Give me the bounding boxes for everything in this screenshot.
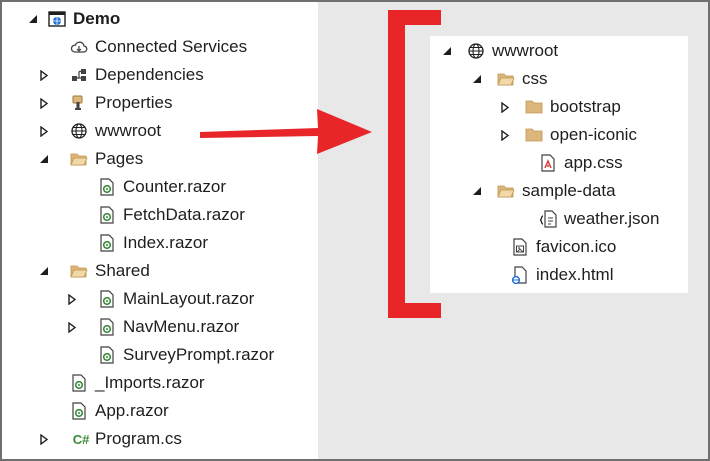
- tree-label: NavMenu.razor: [123, 317, 240, 336]
- tree-node-mainlayout[interactable]: MainLayout.razor: [65, 286, 254, 312]
- blazor-project-icon: [48, 10, 66, 28]
- tree-node-pages[interactable]: Pages: [37, 146, 143, 172]
- tree-node-open-iconic[interactable]: open-iconic: [498, 122, 637, 148]
- tree-node-css[interactable]: css: [470, 66, 548, 92]
- tree-label: Index.razor: [123, 233, 209, 252]
- tree-node-imports[interactable]: _Imports.razor: [48, 370, 205, 396]
- razor-file-icon: [98, 318, 116, 336]
- tree-node-dependencies[interactable]: Dependencies: [37, 62, 204, 88]
- tree-node-program[interactable]: C# Program.cs: [37, 426, 182, 452]
- tree-label: Properties: [95, 93, 173, 112]
- razor-file-icon: [70, 402, 88, 420]
- tree-label: SurveyPrompt.razor: [123, 345, 275, 364]
- razor-file-icon: [98, 234, 116, 252]
- tree-label: FetchData.razor: [123, 205, 245, 224]
- folder-open-icon: [497, 182, 515, 200]
- tree-node-connected-services[interactable]: Connected Services: [48, 34, 247, 60]
- collapsed-arrow-icon[interactable]: [37, 68, 51, 82]
- tree-node-surveyprompt[interactable]: SurveyPrompt.razor: [76, 342, 274, 368]
- image-file-icon: [511, 238, 529, 256]
- expanded-arrow-icon[interactable]: [26, 12, 40, 26]
- folder-icon: [525, 126, 543, 144]
- tree-label: Dependencies: [95, 65, 204, 84]
- collapsed-arrow-icon[interactable]: [498, 128, 512, 142]
- tree-node-app[interactable]: App.razor: [48, 398, 169, 424]
- collapsed-arrow-icon[interactable]: [37, 124, 51, 138]
- tree-node-bootstrap[interactable]: bootstrap: [498, 94, 621, 120]
- expanded-arrow-icon[interactable]: [37, 152, 51, 166]
- tree-node-index[interactable]: Index.razor: [76, 230, 208, 256]
- callout-bracket: [388, 10, 441, 318]
- tree-label: Shared: [95, 261, 150, 280]
- dependencies-icon: [70, 66, 88, 84]
- tree-node-properties[interactable]: Properties: [37, 90, 172, 116]
- folder-open-icon: [497, 70, 515, 88]
- folder-open-icon: [70, 262, 88, 280]
- cloud-icon: [70, 38, 88, 56]
- collapsed-arrow-icon[interactable]: [37, 432, 51, 446]
- tree-label: wwwroot: [492, 41, 559, 60]
- expanded-arrow-icon[interactable]: [37, 264, 51, 278]
- tree-node-counter[interactable]: Counter.razor: [76, 174, 226, 200]
- tree-node-navmenu[interactable]: NavMenu.razor: [65, 314, 239, 340]
- project-label: Demo: [73, 9, 121, 28]
- tree-node-favicon[interactable]: favicon.ico: [484, 234, 616, 260]
- csharp-file-icon: C#: [72, 431, 90, 447]
- tree-label: MainLayout.razor: [123, 289, 255, 308]
- expanded-arrow-icon[interactable]: [440, 44, 454, 58]
- folder-open-icon: [70, 150, 88, 168]
- collapsed-arrow-icon[interactable]: [498, 100, 512, 114]
- razor-file-icon: [98, 206, 116, 224]
- tree-label: Program.cs: [95, 429, 182, 448]
- tree-label: app.css: [564, 153, 623, 172]
- tree-node-index-html[interactable]: index.html: [484, 262, 613, 288]
- tree-label: favicon.ico: [536, 237, 617, 256]
- callout-arrow: [200, 109, 372, 154]
- wrench-icon: [70, 94, 88, 112]
- wwwroot-detail-tree: wwwroot css bootstrap open-iconic app.cs…: [430, 36, 688, 293]
- tree-node-app-css[interactable]: app.css: [512, 150, 623, 176]
- folder-icon: [525, 98, 543, 116]
- tree-label: open-iconic: [550, 125, 637, 144]
- razor-file-icon: [98, 178, 116, 196]
- tree-node-wwwroot-detail[interactable]: wwwroot: [440, 38, 558, 64]
- collapsed-arrow-icon[interactable]: [65, 320, 79, 334]
- solution-explorer-panel: Demo Connected Services Dependencies Pro…: [0, 0, 318, 461]
- globe-icon: [467, 42, 485, 60]
- razor-file-icon: [98, 346, 116, 364]
- tree-label: index.html: [536, 265, 614, 284]
- tree-node-wwwroot[interactable]: wwwroot: [37, 118, 161, 144]
- expanded-arrow-icon[interactable]: [470, 184, 484, 198]
- tree-label: Connected Services: [95, 37, 248, 56]
- globe-icon: [70, 122, 88, 140]
- tree-label: wwwroot: [95, 121, 162, 140]
- tree-node-project[interactable]: Demo: [26, 6, 120, 32]
- tree-label: bootstrap: [550, 97, 621, 116]
- razor-file-icon: [70, 374, 88, 392]
- expanded-arrow-icon[interactable]: [470, 72, 484, 86]
- tree-node-weather-json[interactable]: weather.json: [512, 206, 659, 232]
- tree-label: _Imports.razor: [95, 373, 205, 392]
- tree-label: Counter.razor: [123, 177, 226, 196]
- html-file-icon: [511, 266, 529, 284]
- json-file-icon: [539, 210, 557, 228]
- tree-node-sample-data[interactable]: sample-data: [470, 178, 616, 204]
- css-file-icon: [539, 154, 557, 172]
- tree-label: Pages: [95, 149, 144, 168]
- razor-file-icon: [98, 290, 116, 308]
- tree-label: App.razor: [95, 401, 169, 420]
- tree-label: css: [522, 69, 548, 88]
- collapsed-arrow-icon[interactable]: [65, 292, 79, 306]
- tree-label: weather.json: [564, 209, 660, 228]
- tree-node-shared[interactable]: Shared: [37, 258, 150, 284]
- collapsed-arrow-icon[interactable]: [37, 96, 51, 110]
- tree-node-fetchdata[interactable]: FetchData.razor: [76, 202, 245, 228]
- tree-label: sample-data: [522, 181, 616, 200]
